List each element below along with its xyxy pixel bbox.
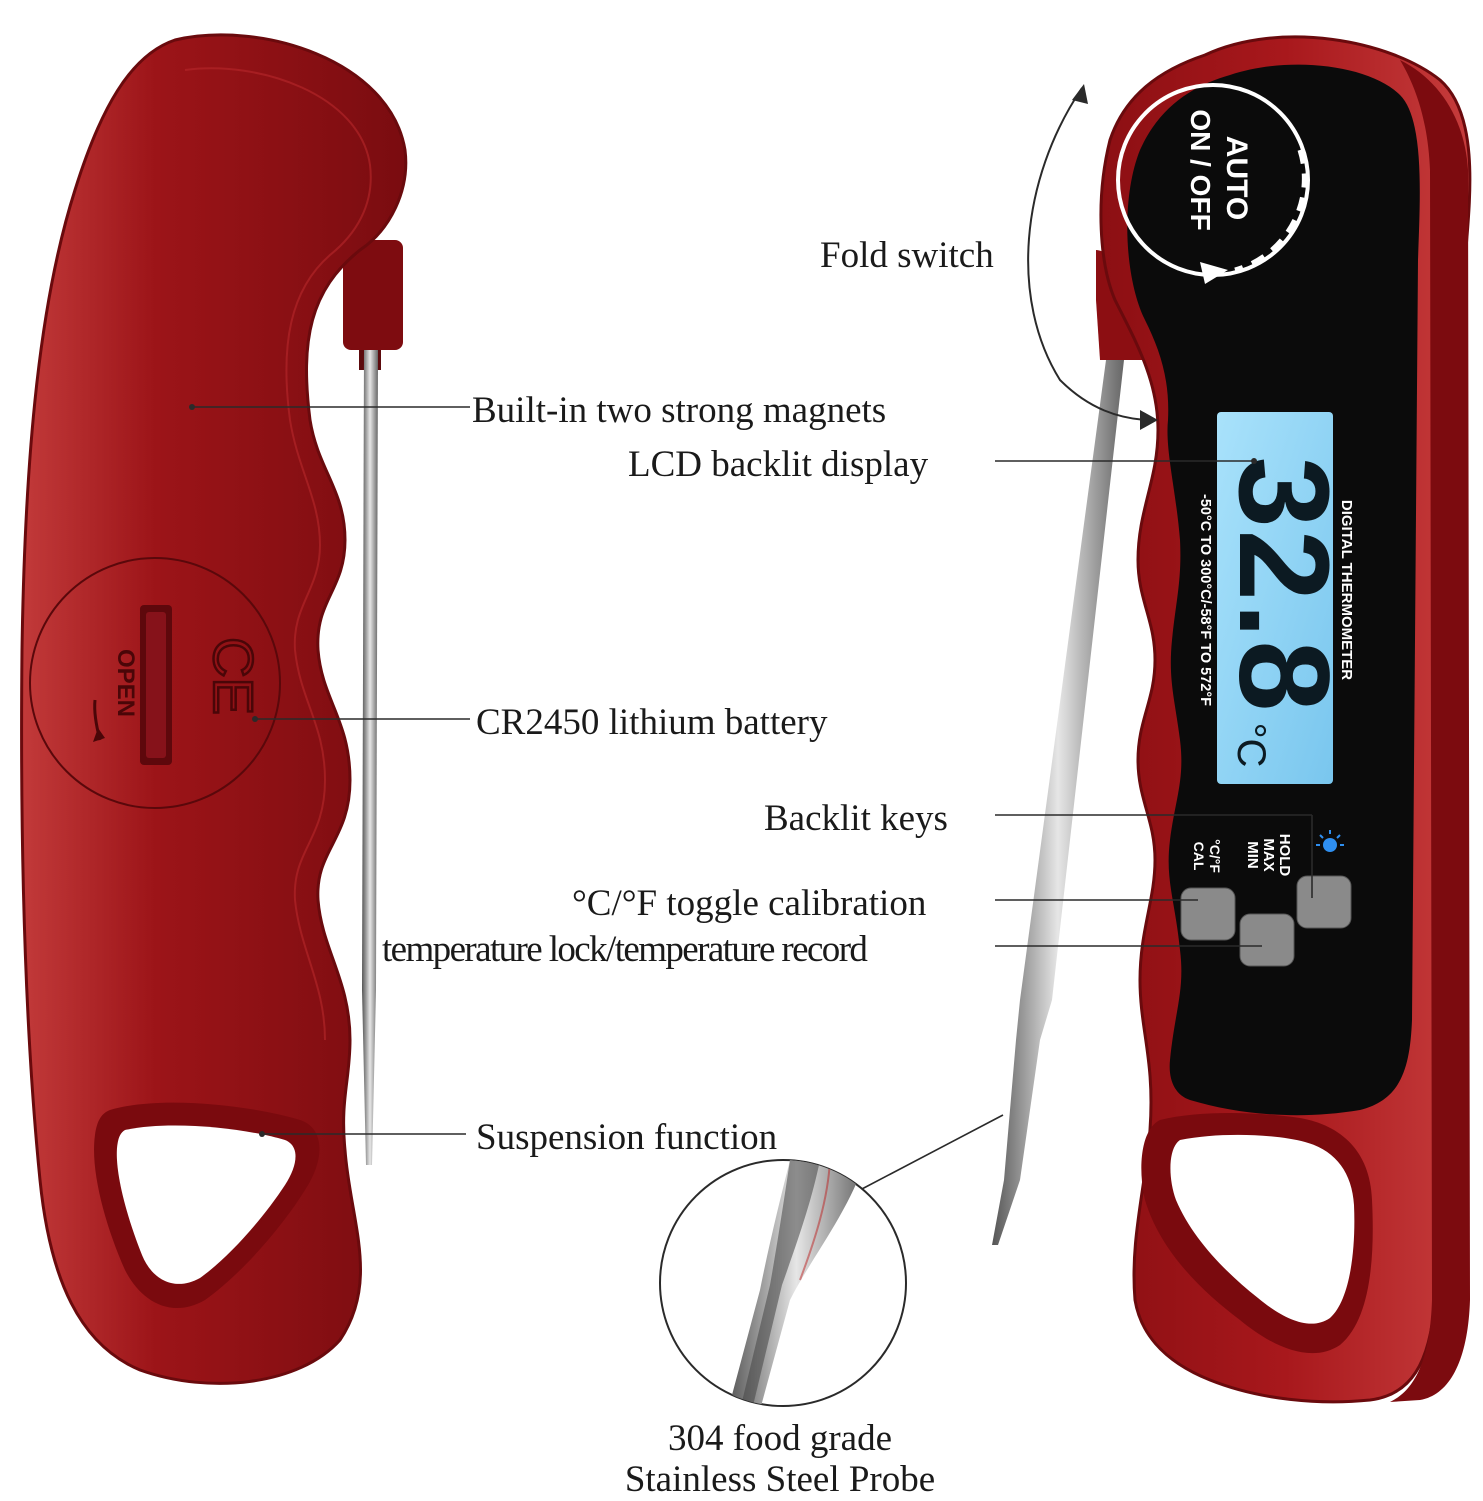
lcd-label: LCD backlit display: [628, 444, 929, 485]
probe-rod-right: [992, 360, 1124, 1245]
key-label-min: MIN: [1244, 841, 1261, 869]
lock-record-label: temperature lock/temperature record: [382, 929, 868, 970]
magnets-label: Built-in two strong magnets: [472, 390, 887, 431]
fold-switch-label: Fold switch: [820, 235, 994, 276]
key-label-max: MAX: [1260, 838, 1277, 871]
key-label-cal: CAL: [1191, 842, 1207, 871]
lcd-screen: [1217, 412, 1333, 784]
probe-caption: 304 food grade Stainless Steel Probe: [560, 1418, 1000, 1501]
leader-lines: [192, 406, 1313, 1191]
cf-cal-key[interactable]: [1180, 887, 1236, 941]
suspension-label: Suspension function: [476, 1117, 778, 1158]
fold-arrow-top-icon: [1072, 84, 1088, 104]
probe-holder-left: [343, 240, 403, 350]
toggle-calibration-label: °C/°F toggle calibration: [572, 883, 927, 924]
lcd-reading: 32.8: [1212, 456, 1355, 713]
thermometer-front-view: AUTO ON / OFF 32.8 °C DIGITAL THERMOMETE…: [992, 35, 1472, 1404]
probe-rod-left: [362, 350, 378, 1165]
brand-label: DIGITAL THERMOMETER: [1338, 500, 1355, 680]
battery-cover: [29, 557, 281, 809]
ce-mark: CE: [202, 637, 265, 715]
key-label-hold: HOLD: [1276, 834, 1293, 877]
hold-key[interactable]: [1296, 875, 1352, 929]
probe-caption-line1: 304 food grade: [668, 1418, 892, 1459]
backlight-icon: [1316, 830, 1344, 852]
hanging-hole-right: [1170, 1134, 1355, 1324]
battery-label: CR2450 lithium battery: [476, 702, 828, 743]
onoff-label: ON / OFF: [1185, 109, 1216, 230]
range-label: -50°C TO 300°C/-58°F TO 572°F: [1197, 494, 1213, 706]
power-arrow-icon: [1200, 262, 1228, 284]
thermometer-back-view: OPEN CE: [20, 33, 408, 1385]
auto-label: AUTO: [1220, 136, 1253, 220]
hanging-hole-left: [116, 1125, 296, 1284]
open-label: OPEN: [112, 649, 139, 717]
fold-arrow-bottom-icon: [1140, 410, 1158, 430]
lcd-unit: °C: [1229, 723, 1273, 768]
backlight-key[interactable]: [1239, 913, 1295, 967]
handle-back-left: [20, 33, 408, 1385]
probe-zoom: [659, 1159, 907, 1407]
backlit-keys-label: Backlit keys: [764, 798, 948, 839]
probe-caption-line2: Stainless Steel Probe: [624, 1459, 936, 1501]
key-label-cf: °C/°F: [1207, 839, 1223, 873]
fold-arc: [1027, 87, 1146, 421]
